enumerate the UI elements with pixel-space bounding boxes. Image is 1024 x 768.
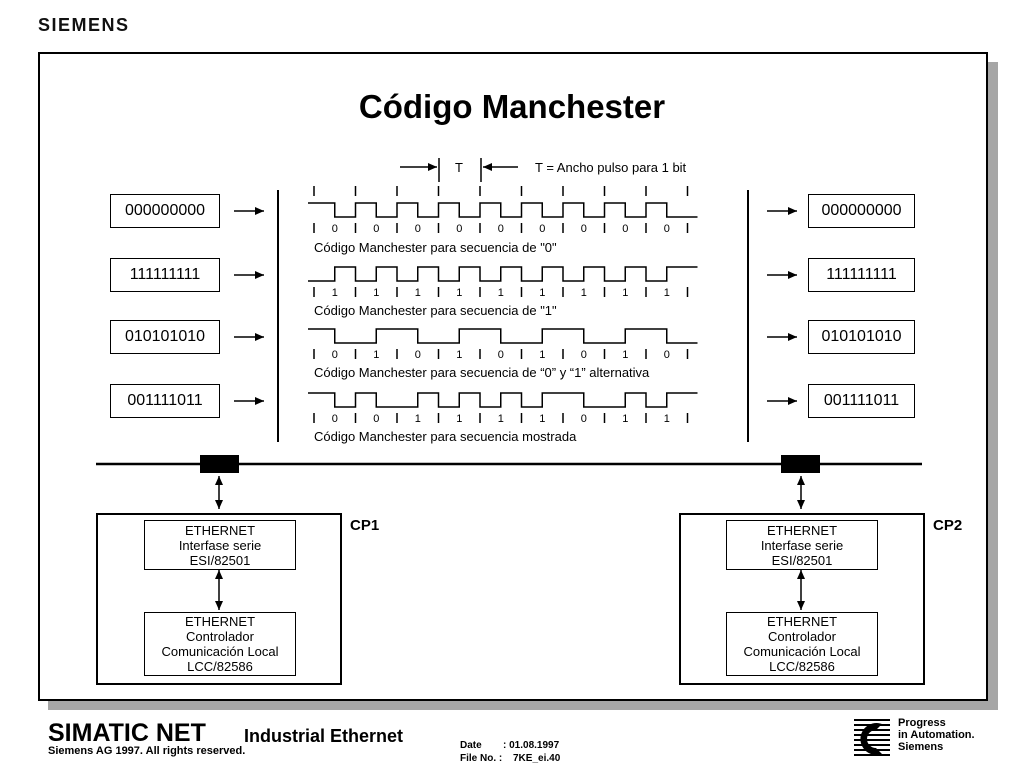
transceiver-left	[200, 455, 239, 473]
input-box-3: 010101010	[110, 320, 220, 354]
input-box-2: 111111111	[110, 258, 220, 292]
tagline-line-1: Progress	[898, 717, 946, 729]
cp1-interface-line-3: ESI/82501	[189, 552, 251, 568]
tagline: Progress in Automation. Siemens	[898, 717, 975, 753]
cp2-controller-line-3: Comunicación Local	[743, 644, 861, 659]
slide-frame	[38, 52, 988, 701]
slide-title: Código Manchester	[358, 88, 666, 125]
cp1-interface-line-1: ETHERNET	[184, 522, 256, 538]
cp2-interface-box: ETHERNET Interfase serie ESI/82501	[726, 520, 878, 570]
bit-label: 1	[373, 287, 379, 299]
cp2-controller-line-4: LCC/82586	[769, 659, 835, 674]
bit-label: 1	[456, 287, 462, 299]
bit-label: 1	[373, 349, 379, 361]
period-label: T	[455, 160, 463, 175]
cp2-interface-line-2: Interfase serie	[760, 537, 844, 553]
bit-label: 1	[539, 287, 545, 299]
output-box-4: 001111011	[808, 384, 915, 418]
bit-label: 0	[664, 349, 670, 361]
cp2-controller-box: ETHERNET Controlador Comunicación Local …	[726, 612, 878, 676]
tagline-line-3: Siemens	[898, 741, 944, 753]
period-marker: T T = Ancho pulso para 1 bit	[400, 158, 687, 182]
cp1-controller-line-2: Controlador	[186, 629, 254, 644]
bit-label: 0	[539, 223, 545, 235]
cp2-controller-line-1: ETHERNET	[766, 614, 838, 629]
output-box-2: 111111111	[808, 258, 915, 292]
waveforms: 0 0 0 0 0 0 0 0 0 1 1 1 1 1 1 1 1 1 0 1 0 1 0 1 0 1 0 0 0 1 1 1 1 0 1 1	[234, 186, 797, 425]
bit-label: 0	[332, 223, 338, 235]
cp1-controller-line-3: Comunicación Local	[161, 644, 279, 659]
bit-label: 1	[498, 413, 504, 425]
footer-copyright: Siemens AG 1997. All rights reserved.	[48, 745, 246, 757]
bit-label: 0	[456, 223, 462, 235]
cp1-label: CP1	[350, 517, 380, 534]
output-box-1: 000000000	[808, 194, 915, 228]
cp2-interface-line-3: ESI/82501	[771, 552, 833, 568]
bit-label: 1	[456, 413, 462, 425]
bit-label: 0	[373, 413, 379, 425]
bit-label: 1	[664, 413, 670, 425]
input-box-4: 001111011	[110, 384, 220, 418]
bit-label: 1	[415, 413, 421, 425]
transceiver-right	[781, 455, 820, 473]
bit-label: 1	[622, 413, 628, 425]
bit-label: 1	[415, 287, 421, 299]
bit-label: 0	[415, 349, 421, 361]
bit-label: 0	[581, 413, 587, 425]
cp2-controller-line-2: Controlador	[768, 629, 836, 644]
cp2-interface-line-1: ETHERNET	[766, 522, 838, 538]
bit-label: 0	[498, 349, 504, 361]
bit-label: 1	[622, 349, 628, 361]
footer-product: SIMATIC NET	[48, 719, 206, 747]
bit-label: 1	[664, 287, 670, 299]
input-box-1: 000000000	[110, 194, 220, 228]
bit-label: 0	[415, 223, 421, 235]
bit-label: 0	[664, 223, 670, 235]
bit-label: 0	[332, 349, 338, 361]
cp2-label: CP2	[933, 517, 963, 534]
date-value: : 01.08.1997	[503, 740, 560, 751]
manchester-waveform	[308, 266, 698, 282]
wave-caption-1: Código Manchester para secuencia de "0"	[314, 240, 557, 255]
cp1-controller-line-1: ETHERNET	[184, 614, 256, 629]
cp1-interface-box: ETHERNET Interfase serie ESI/82501	[144, 520, 296, 570]
cp1-module	[96, 513, 342, 685]
wave-caption-2: Código Manchester para secuencia de "1"	[314, 303, 557, 318]
file-label: File No. :	[460, 753, 503, 764]
file-value: 7KE_ei.40	[513, 753, 561, 764]
bit-label: 1	[539, 349, 545, 361]
bit-label: 0	[332, 413, 338, 425]
output-box-3: 010101010	[808, 320, 915, 354]
date-label: Date	[460, 740, 482, 751]
cp1-controller-line-4: LCC/82586	[187, 659, 253, 674]
manchester-waveform	[308, 392, 698, 408]
siemens-logo: SIEMENS	[38, 15, 130, 35]
bit-label: 1	[456, 349, 462, 361]
wave-caption-3: Código Manchester para secuencia de “0” …	[314, 365, 650, 380]
cp1-interface-line-2: Interfase serie	[178, 537, 262, 553]
bit-label: 0	[622, 223, 628, 235]
bit-label: 1	[581, 287, 587, 299]
wave-caption-4: Código Manchester para secuencia mostrad…	[314, 429, 577, 444]
cp2-module	[679, 513, 925, 685]
bit-label: 0	[581, 349, 587, 361]
bit-label: 0	[581, 223, 587, 235]
manchester-waveform	[308, 328, 698, 344]
bit-label: 1	[332, 287, 338, 299]
progress-logo-icon	[852, 716, 892, 762]
manchester-waveform	[308, 202, 698, 218]
tagline-line-2: in Automation.	[898, 729, 975, 741]
period-description: T = Ancho pulso para 1 bit	[535, 160, 687, 175]
bit-label: 0	[498, 223, 504, 235]
bit-label: 1	[622, 287, 628, 299]
bit-label: 0	[373, 223, 379, 235]
bit-label: 1	[539, 413, 545, 425]
cp1-controller-box: ETHERNET Controlador Comunicación Local …	[144, 612, 296, 676]
bit-label: 1	[498, 287, 504, 299]
footer-subtitle: Industrial Ethernet	[244, 726, 404, 746]
